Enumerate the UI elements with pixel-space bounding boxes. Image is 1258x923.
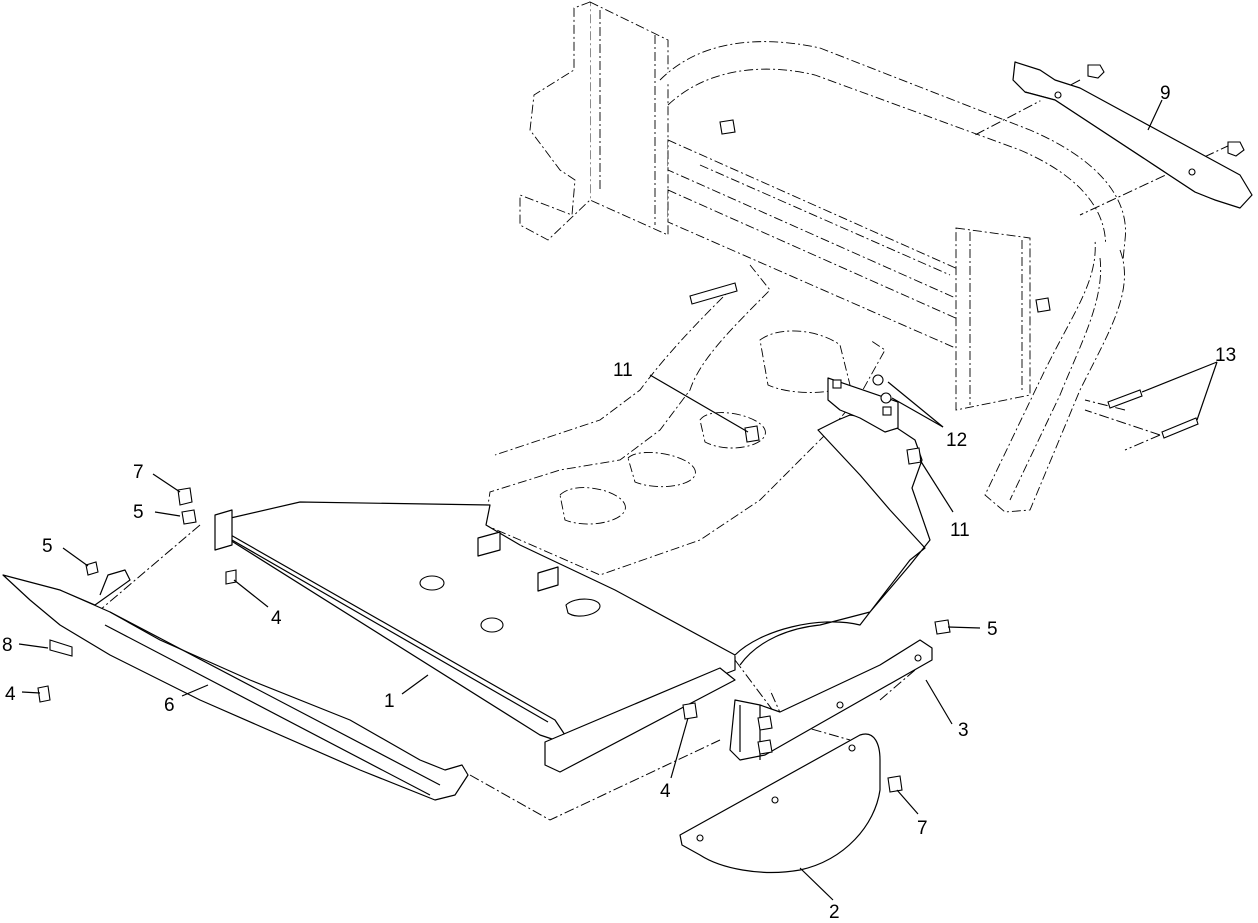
callout-7-left: 7 xyxy=(133,462,144,483)
leader-lines xyxy=(18,99,1218,901)
part-9-rail xyxy=(1012,61,1253,209)
callout-1: 1 xyxy=(384,691,395,712)
callout-13: 13 xyxy=(1215,345,1236,366)
callout-4-lower: 4 xyxy=(660,781,671,802)
callout-7-right: 7 xyxy=(917,818,928,839)
callout-5-upper: 5 xyxy=(133,502,144,523)
callout-12: 12 xyxy=(946,430,967,451)
callout-4-left: 4 xyxy=(5,684,16,705)
callout-labels: 7 5 5 4 8 4 6 1 4 3 5 7 2 9 11 11 12 13 xyxy=(2,83,1236,923)
callout-11-upper: 11 xyxy=(613,360,633,381)
callout-8: 8 xyxy=(2,635,13,656)
callout-2: 2 xyxy=(829,902,840,923)
hardware-fasteners xyxy=(37,119,1199,793)
phantom-frame xyxy=(99,1,1231,821)
callout-3: 3 xyxy=(958,720,969,741)
part-6-left-skirt xyxy=(2,569,469,801)
callout-5-left: 5 xyxy=(42,536,53,557)
callout-5-right: 5 xyxy=(987,619,998,640)
callout-6: 6 xyxy=(164,695,175,716)
callout-9: 9 xyxy=(1160,83,1171,104)
part-3-right-bracket xyxy=(729,639,933,761)
part-1-floor-plate xyxy=(214,377,931,773)
callout-11-lower: 11 xyxy=(950,520,970,541)
part-2-bottom-plate xyxy=(679,733,881,874)
callout-4-upper: 4 xyxy=(271,608,282,629)
